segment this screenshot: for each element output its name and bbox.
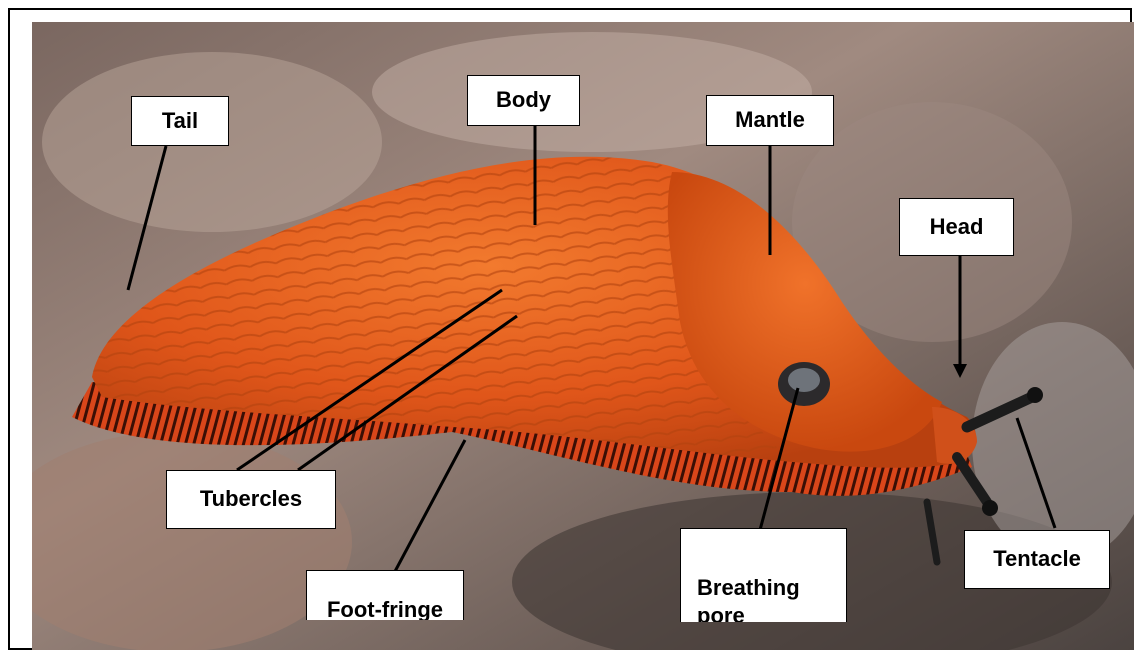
label-body: Body [467, 75, 580, 126]
label-tubercles: Tubercles [166, 470, 336, 529]
label-head: Head [899, 198, 1014, 256]
label-breathing-pore: Breathing pore [680, 528, 847, 622]
label-mantle: Mantle [706, 95, 834, 146]
label-tail: Tail [131, 96, 229, 146]
label-tentacle: Tentacle [964, 530, 1110, 589]
label-foot-fringe: Foot-fringe [306, 570, 464, 620]
